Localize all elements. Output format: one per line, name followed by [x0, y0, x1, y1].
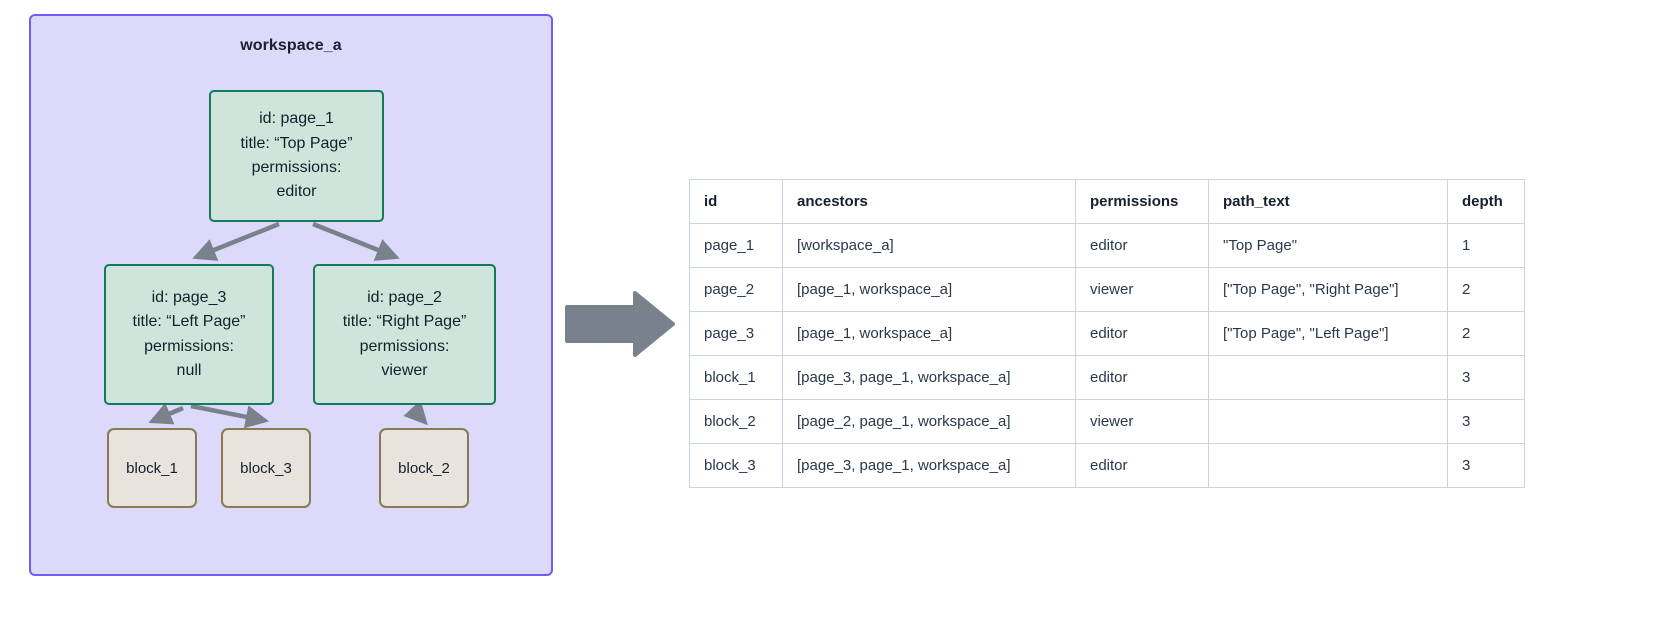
node-page_3-line-2: permissions:	[144, 337, 234, 355]
table-header-row: id ancestors permissions path_text depth	[689, 179, 1525, 224]
node-page_3-line-0: id: page_3	[151, 288, 227, 306]
node-page_3[interactable]: id: page_3 title: “Left Page” permission…	[104, 264, 274, 405]
cell-permissions: editor	[1075, 223, 1209, 268]
node-page_1-line-2: permissions:	[251, 159, 342, 176]
node-block_1-label: block_1	[126, 459, 178, 477]
cell-id: block_1	[689, 355, 783, 400]
cell-id: block_3	[689, 443, 783, 488]
node-page_1[interactable]: id: page_1 title: “Top Page” permissions…	[209, 90, 384, 222]
table-row[interactable]: page_2 [page_1, workspace_a] viewer ["To…	[689, 267, 1525, 312]
node-page_2-line-3: viewer	[381, 361, 428, 379]
cell-permissions: viewer	[1075, 399, 1209, 444]
table-row[interactable]: block_1 [page_3, page_1, workspace_a] ed…	[689, 355, 1525, 400]
node-block_2-label: block_2	[398, 459, 450, 477]
cell-ancestors: [page_1, workspace_a]	[782, 311, 1076, 356]
column-header-path_text[interactable]: path_text	[1208, 179, 1448, 224]
cell-path_text	[1208, 355, 1448, 400]
cell-depth: 3	[1447, 443, 1525, 488]
node-page_3-line-1: title: “Left Page”	[132, 313, 246, 331]
table-row[interactable]: block_2 [page_2, page_1, workspace_a] vi…	[689, 399, 1525, 444]
node-page_2-line-1: title: “Right Page”	[342, 313, 467, 331]
cell-path_text: "Top Page"	[1208, 223, 1448, 268]
node-block_2[interactable]: block_2	[379, 428, 469, 508]
cell-depth: 3	[1447, 399, 1525, 444]
cell-ancestors: [page_3, page_1, workspace_a]	[782, 355, 1076, 400]
cell-permissions: editor	[1075, 355, 1209, 400]
node-block_1[interactable]: block_1	[107, 428, 197, 508]
workspace-panel: workspace_a id: page_1 title: “Top Page”…	[29, 14, 553, 576]
node-page_2[interactable]: id: page_2 title: “Right Page” permissio…	[313, 264, 496, 405]
cell-id: page_2	[689, 267, 783, 312]
column-header-ancestors[interactable]: ancestors	[782, 179, 1076, 224]
cell-depth: 1	[1447, 223, 1525, 268]
cell-id: block_2	[689, 399, 783, 444]
cell-path_text: ["Top Page", "Left Page"]	[1208, 311, 1448, 356]
cell-ancestors: [page_1, workspace_a]	[782, 267, 1076, 312]
flow-right-arrow-icon	[565, 291, 675, 357]
cell-path_text	[1208, 399, 1448, 444]
table-row[interactable]: page_3 [page_1, workspace_a] editor ["To…	[689, 311, 1525, 356]
node-page_1-line-3: editor	[276, 183, 317, 201]
cell-id: page_1	[689, 223, 783, 268]
cell-id: page_3	[689, 311, 783, 356]
cell-path_text: ["Top Page", "Right Page"]	[1208, 267, 1448, 312]
cell-ancestors: [page_3, page_1, workspace_a]	[782, 443, 1076, 488]
cell-ancestors: [page_2, page_1, workspace_a]	[782, 399, 1076, 444]
table-row[interactable]: page_1 [workspace_a] editor "Top Page" 1	[689, 223, 1525, 268]
edge-page_1-page_2	[312, 221, 400, 261]
node-page_1-line-0: id: page_1	[259, 110, 334, 128]
node-page_1-line-1: title: “Top Page”	[240, 134, 353, 152]
node-block_3[interactable]: block_3	[221, 428, 311, 508]
cell-path_text	[1208, 443, 1448, 488]
cell-permissions: editor	[1075, 443, 1209, 488]
edge-page_3-block_1	[148, 402, 184, 425]
workspace-title: workspace_a	[240, 37, 342, 54]
cell-depth: 2	[1447, 311, 1525, 356]
column-header-id[interactable]: id	[689, 179, 783, 224]
table-row[interactable]: block_3 [page_3, page_1, workspace_a] ed…	[689, 443, 1525, 488]
cell-depth: 3	[1447, 355, 1525, 400]
column-header-depth[interactable]: depth	[1447, 179, 1525, 224]
cell-ancestors: [workspace_a]	[782, 223, 1076, 268]
edge-page_1-page_3	[192, 221, 280, 261]
node-page_3-line-3: null	[176, 361, 202, 379]
column-header-permissions[interactable]: permissions	[1075, 179, 1209, 224]
edge-page_3-block_3	[190, 403, 270, 429]
cell-depth: 2	[1447, 267, 1525, 312]
cell-permissions: viewer	[1075, 267, 1209, 312]
node-page_2-line-0: id: page_2	[367, 288, 442, 306]
cell-permissions: editor	[1075, 311, 1209, 356]
edge-page_2-block_2	[403, 400, 428, 426]
node-block_3-label: block_3	[240, 459, 292, 477]
node-page_2-line-2: permissions:	[359, 337, 450, 355]
results-table: id ancestors permissions path_text depth…	[689, 179, 1525, 488]
